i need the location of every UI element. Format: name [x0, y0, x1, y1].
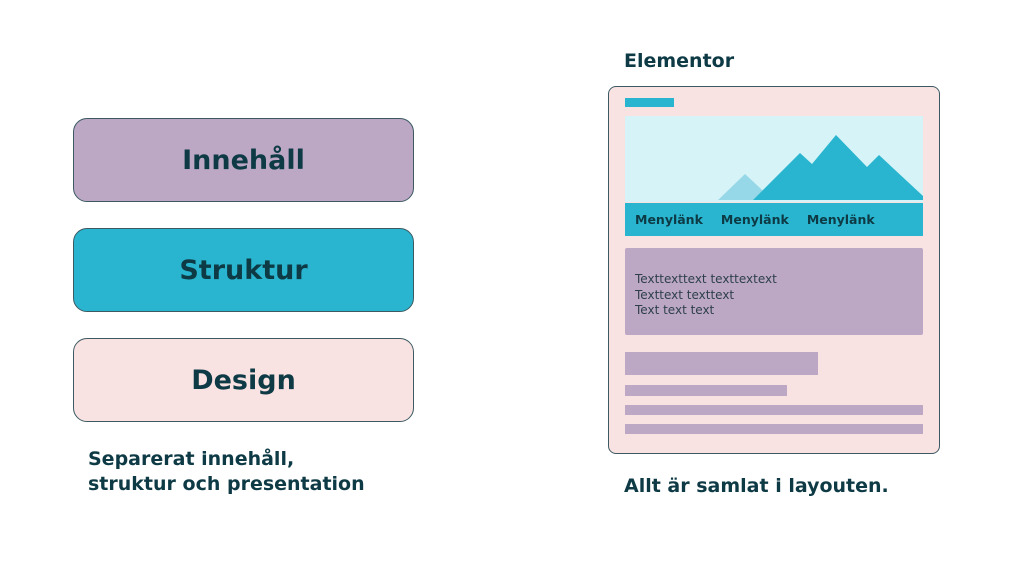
- elementor-title: Elementor: [624, 50, 735, 72]
- layout-mockup: Menylänk Menylänk Menylänk Texttexttext …: [608, 86, 940, 454]
- logo-bar: [625, 98, 674, 107]
- text-line: Text text text: [635, 303, 715, 317]
- line-placeholder: [625, 424, 923, 434]
- line-placeholder: [625, 385, 787, 396]
- structure-box-label: Struktur: [179, 254, 308, 286]
- menu-link[interactable]: Menylänk: [806, 212, 875, 227]
- structure-box: Struktur: [73, 228, 414, 312]
- text-line: Texttext texttext: [635, 287, 735, 302]
- content-box: Innehåll: [73, 118, 414, 202]
- menu-link[interactable]: Menylänk: [635, 212, 703, 227]
- hero-image: [625, 116, 923, 202]
- left-caption: Separerat innehåll, struktur och present…: [88, 447, 365, 497]
- text-block: Texttexttext texttextext Texttext textte…: [625, 248, 923, 335]
- design-box: Design: [73, 338, 414, 422]
- content-box-label: Innehåll: [182, 144, 305, 176]
- mountains-icon: [625, 135, 923, 202]
- menu-link[interactable]: Menylänk: [720, 212, 789, 227]
- right-caption: Allt är samlat i layouten.: [624, 475, 889, 497]
- heading-placeholder: [625, 352, 818, 375]
- text-line: Texttexttext texttextext: [635, 272, 777, 286]
- menu-bar: Menylänk Menylänk Menylänk: [625, 203, 923, 236]
- left-caption-line2: struktur och presentation: [88, 473, 365, 495]
- line-placeholder: [625, 405, 923, 415]
- left-caption-line1: Separerat innehåll,: [88, 448, 295, 470]
- design-box-label: Design: [191, 364, 296, 396]
